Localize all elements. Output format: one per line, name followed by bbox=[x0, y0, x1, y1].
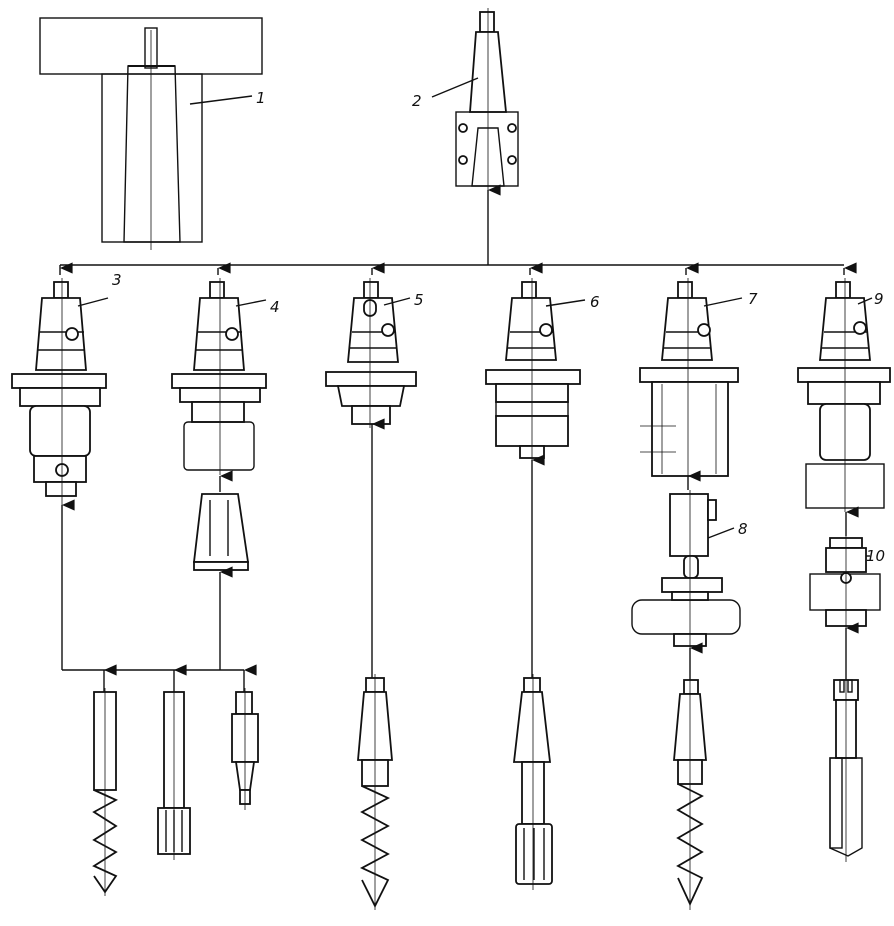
label-3: 3 bbox=[112, 271, 122, 289]
label-7: 7 bbox=[748, 290, 758, 308]
twist-drill-1 bbox=[92, 688, 119, 896]
label-9: 9 bbox=[874, 290, 884, 308]
holder-4 bbox=[171, 278, 267, 571]
tap-10 bbox=[829, 622, 863, 862]
left-tool-connector bbox=[61, 499, 257, 692]
label-1: 1 bbox=[256, 89, 266, 107]
holder-3 bbox=[11, 278, 107, 505]
step-drill bbox=[231, 688, 259, 810]
adapter-2 bbox=[455, 8, 519, 194]
label-10: 10 bbox=[866, 547, 885, 565]
connector-lines bbox=[59, 184, 857, 275]
spindle-section bbox=[39, 17, 263, 250]
leader-2 bbox=[431, 77, 479, 98]
label-4: 4 bbox=[270, 298, 280, 316]
taper-drill-5 bbox=[357, 418, 393, 910]
leader-1 bbox=[189, 95, 253, 105]
taper-end-mill-6 bbox=[512, 454, 553, 890]
holder-7 bbox=[639, 278, 739, 480]
taper-drill-8 bbox=[673, 642, 707, 910]
label-2: 2 bbox=[412, 92, 422, 110]
tapping-head-8 bbox=[631, 490, 741, 650]
holder-6 bbox=[485, 278, 581, 460]
label-8: 8 bbox=[738, 520, 748, 538]
label-6: 6 bbox=[590, 293, 600, 311]
adapter-10 bbox=[809, 534, 881, 630]
holder-9 bbox=[797, 278, 891, 512]
end-mill bbox=[157, 688, 191, 860]
label-5: 5 bbox=[414, 291, 424, 309]
